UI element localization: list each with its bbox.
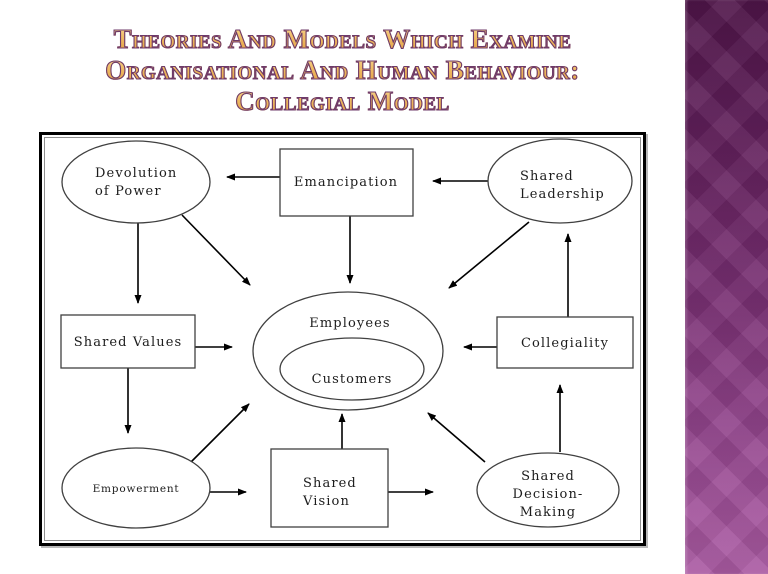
arrow-empowerment-to-employees (189, 403, 250, 464)
devolution-of-power-label-line-1: Devolution (95, 166, 177, 181)
shared-decision-making-label-line-1: Shared (521, 469, 575, 484)
emancipation-label: Emancipation (294, 175, 398, 190)
shared-decision-making-ellipse (476, 452, 620, 528)
title-line-2: Organisational And Human Behaviour: (0, 54, 685, 86)
emancipation-rect (279, 148, 414, 217)
shared-leadership-ellipse (487, 138, 633, 224)
shared-vision-rect (270, 448, 389, 528)
arrow-shared-decision-making-to-employees (427, 412, 486, 463)
shared-decision-making-label-line-3: Making (520, 505, 576, 520)
devolution-of-power-label-line-2: of Power (95, 184, 162, 199)
arrow-devolution-to-employees (181, 214, 251, 286)
empowerment-ellipse (61, 447, 211, 529)
slide-title: Theories And Models Which Examine Organi… (0, 23, 685, 117)
shared-vision-label-line-2: Vision (302, 494, 350, 509)
devolution-of-power-ellipse (61, 140, 211, 224)
shared-decision-making-label-line-2: Decision- (513, 487, 584, 502)
arrow-shared-leadership-to-employees (448, 221, 530, 289)
shared-leadership-label-line-2: Leadership (520, 187, 605, 202)
shared-values-rect (60, 314, 196, 369)
title-line-1: Theories And Models Which Examine (0, 23, 685, 55)
collegiality-rect (496, 316, 634, 369)
shared-values-label: Shared Values (74, 335, 183, 350)
title-line-3: Collegial Model (0, 85, 685, 117)
shared-vision-label-line-1: Shared (303, 476, 357, 491)
customers-ellipse (279, 337, 425, 401)
right-decorative-band (685, 0, 768, 574)
shared-leadership-label-line-1: Shared (520, 169, 574, 184)
collegiality-label: Collegiality (521, 336, 609, 351)
collegial-model-diagram: Devolution of Power Emancipation Shared … (60, 138, 634, 529)
empowerment-label: Empowerment (93, 483, 180, 495)
diagram-frame: Devolution of Power Emancipation Shared … (39, 132, 646, 546)
customers-label: Customers (312, 372, 393, 387)
employees-label: Employees (309, 316, 390, 331)
